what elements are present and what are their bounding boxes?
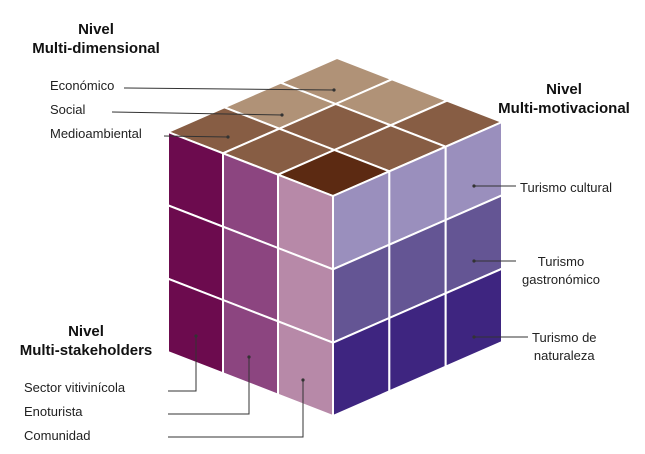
- label-turismo-naturaleza: Turismo de naturaleza: [532, 330, 597, 364]
- leader-dot: [332, 88, 336, 92]
- leader-dot: [472, 184, 476, 188]
- leader-enoturista: [168, 357, 250, 415]
- heading-motivational-line1: Nivel: [546, 81, 582, 98]
- label-social: Social: [50, 102, 86, 117]
- leader-medioambiental: [163, 135, 229, 138]
- label-economico: Económico: [50, 78, 115, 93]
- label-turismo-cultural: Turismo cultural: [520, 180, 612, 195]
- label-comunidad: Comunidad: [24, 428, 91, 443]
- heading-dimensional-line2: Multi-dimensional: [32, 40, 160, 57]
- right-face-cell: [444, 267, 503, 368]
- heading-motivational-line2: Multi-motivacional: [498, 100, 630, 117]
- heading-stakeholders-line2: Multi-stakeholders: [19, 342, 153, 359]
- leader-sector-vitivinicola: [168, 336, 197, 392]
- leader-social: [111, 111, 283, 116]
- label-turismo-naturaleza-line2: naturaleza: [533, 348, 595, 363]
- leader-dot: [301, 378, 305, 382]
- heading-multi-stakeholders: Nivel Multi-stakeholders: [10, 322, 162, 360]
- heading-dimensional-line1: Nivel: [78, 21, 114, 38]
- leader-comunidad: [168, 380, 304, 438]
- heading-multi-dimensional: Nivel Multi-dimensional: [20, 20, 172, 58]
- heading-stakeholders-line1: Nivel: [68, 323, 104, 340]
- label-turismo-gastronomico-line2: gastronómico: [522, 272, 601, 287]
- leader-dot: [226, 135, 230, 139]
- leader-dot: [280, 113, 284, 117]
- heading-multi-motivacional: Nivel Multi-motivacional: [486, 80, 642, 118]
- leader-dot: [472, 335, 476, 339]
- label-sector-vitivinicola: Sector vitivinícola: [24, 380, 126, 395]
- cube-faces: [167, 57, 503, 417]
- leader-dot: [194, 334, 198, 338]
- leader-lines: [111, 87, 528, 438]
- label-turismo-naturaleza-line1: Turismo de: [532, 330, 597, 345]
- label-turismo-gastronomico: Turismo gastronómico: [522, 254, 600, 288]
- leader-economico: [123, 87, 335, 91]
- leader-dot: [247, 355, 251, 359]
- label-turismo-gastronomico-line1: Turismo: [537, 254, 585, 269]
- label-medioambiental: Medioambiental: [50, 126, 142, 141]
- leader-dot: [472, 259, 476, 263]
- label-enoturista: Enoturista: [24, 404, 83, 419]
